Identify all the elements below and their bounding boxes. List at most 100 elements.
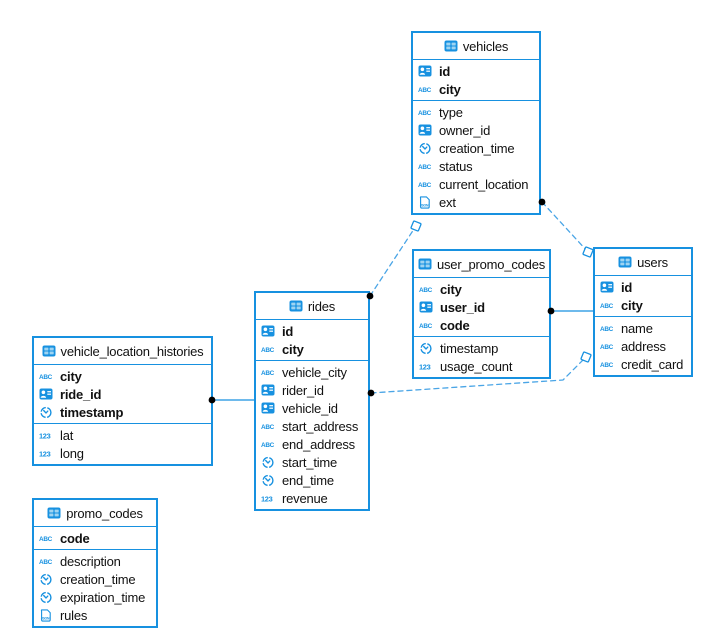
string-icon: ABC: [261, 366, 277, 378]
table-header[interactable]: user_promo_codes: [414, 251, 549, 278]
field-row-long: 123 long: [34, 444, 211, 462]
timestamp-icon: [261, 456, 277, 469]
field-name: user_id: [440, 299, 485, 315]
svg-text:ABC: ABC: [419, 287, 433, 294]
svg-text:ABC: ABC: [39, 536, 53, 543]
timestamp-icon: [419, 342, 435, 355]
field-name: creation_time: [60, 571, 136, 587]
field-row-timestamp: timestamp: [34, 403, 211, 421]
string-icon: ABC: [419, 319, 435, 331]
timestamp-icon: [39, 573, 55, 586]
table-icon: [42, 345, 56, 357]
field-name: description: [60, 553, 121, 569]
svg-text:123: 123: [39, 450, 51, 459]
uuid-icon: [261, 325, 277, 337]
table-icon: [418, 258, 432, 270]
field-name: current_location: [439, 176, 529, 192]
field-name: status: [439, 158, 473, 174]
field-row-type: ABC type: [413, 103, 539, 121]
field-row-rules: JSON rules: [34, 606, 156, 624]
field-name: rider_id: [282, 382, 324, 398]
timestamp-icon: [39, 406, 55, 419]
relationship-line[interactable]: [541, 201, 589, 253]
json-icon: JSON: [39, 608, 55, 622]
field-name: creation_time: [439, 140, 515, 156]
relationship-vehicle_location_histories-to-rides: [208, 396, 255, 404]
svg-text:ABC: ABC: [261, 370, 275, 377]
field-row-id: id: [256, 322, 368, 340]
field-row-creation_time: creation_time: [413, 139, 539, 157]
number-icon: 123: [39, 429, 55, 441]
field-name: credit_card: [621, 356, 684, 372]
field-row-id: id: [595, 278, 691, 296]
table-icon: [444, 40, 458, 52]
field-row-end_time: end_time: [256, 471, 368, 489]
string-icon: ABC: [600, 358, 616, 370]
field-name: vehicle_id: [282, 400, 338, 416]
uuid-icon: [418, 124, 434, 136]
field-name: address: [621, 338, 666, 354]
field-row-owner_id: owner_id: [413, 121, 539, 139]
field-name: start_address: [282, 418, 359, 434]
field-row-expiration_time: expiration_time: [34, 588, 156, 606]
svg-text:ABC: ABC: [261, 347, 275, 354]
string-icon: ABC: [600, 340, 616, 352]
svg-text:123: 123: [419, 363, 431, 372]
field-name: rules: [60, 607, 88, 623]
svg-text:ABC: ABC: [418, 110, 432, 117]
table-header[interactable]: rides: [256, 293, 368, 320]
uuid-icon: [600, 281, 616, 293]
string-icon: ABC: [39, 370, 55, 382]
relationship-user_promo_codes-to-users: [547, 307, 594, 315]
field-name: code: [60, 530, 90, 546]
field-row-ride_id: ride_id: [34, 385, 211, 403]
field-name: city: [621, 297, 643, 313]
field-row-code: ABC code: [34, 529, 156, 547]
string-icon: ABC: [600, 322, 616, 334]
field-name: start_time: [282, 454, 338, 470]
field-row-creation_time: creation_time: [34, 570, 156, 588]
string-icon: ABC: [261, 343, 277, 355]
uuid-icon: [261, 384, 277, 396]
number-icon: 123: [261, 492, 277, 504]
table-header[interactable]: vehicles: [413, 33, 539, 60]
table-header[interactable]: vehicle_location_histories: [34, 338, 211, 365]
svg-text:ABC: ABC: [600, 362, 614, 369]
string-icon: ABC: [600, 299, 616, 311]
string-icon: ABC: [39, 555, 55, 567]
table-header[interactable]: promo_codes: [34, 500, 156, 527]
relationship-line[interactable]: [369, 225, 417, 297]
table-icon: [618, 256, 632, 268]
table-header[interactable]: users: [595, 249, 691, 276]
svg-text:ABC: ABC: [39, 559, 53, 566]
svg-text:ABC: ABC: [418, 87, 432, 94]
field-row-rider_id: rider_id: [256, 381, 368, 399]
svg-text:ABC: ABC: [600, 326, 614, 333]
svg-text:ABC: ABC: [600, 344, 614, 351]
json-icon: JSON: [418, 195, 434, 209]
field-name: name: [621, 320, 653, 336]
field-name: id: [282, 323, 294, 339]
field-name: type: [439, 104, 463, 120]
field-name: long: [60, 445, 84, 461]
string-icon: ABC: [261, 420, 277, 432]
